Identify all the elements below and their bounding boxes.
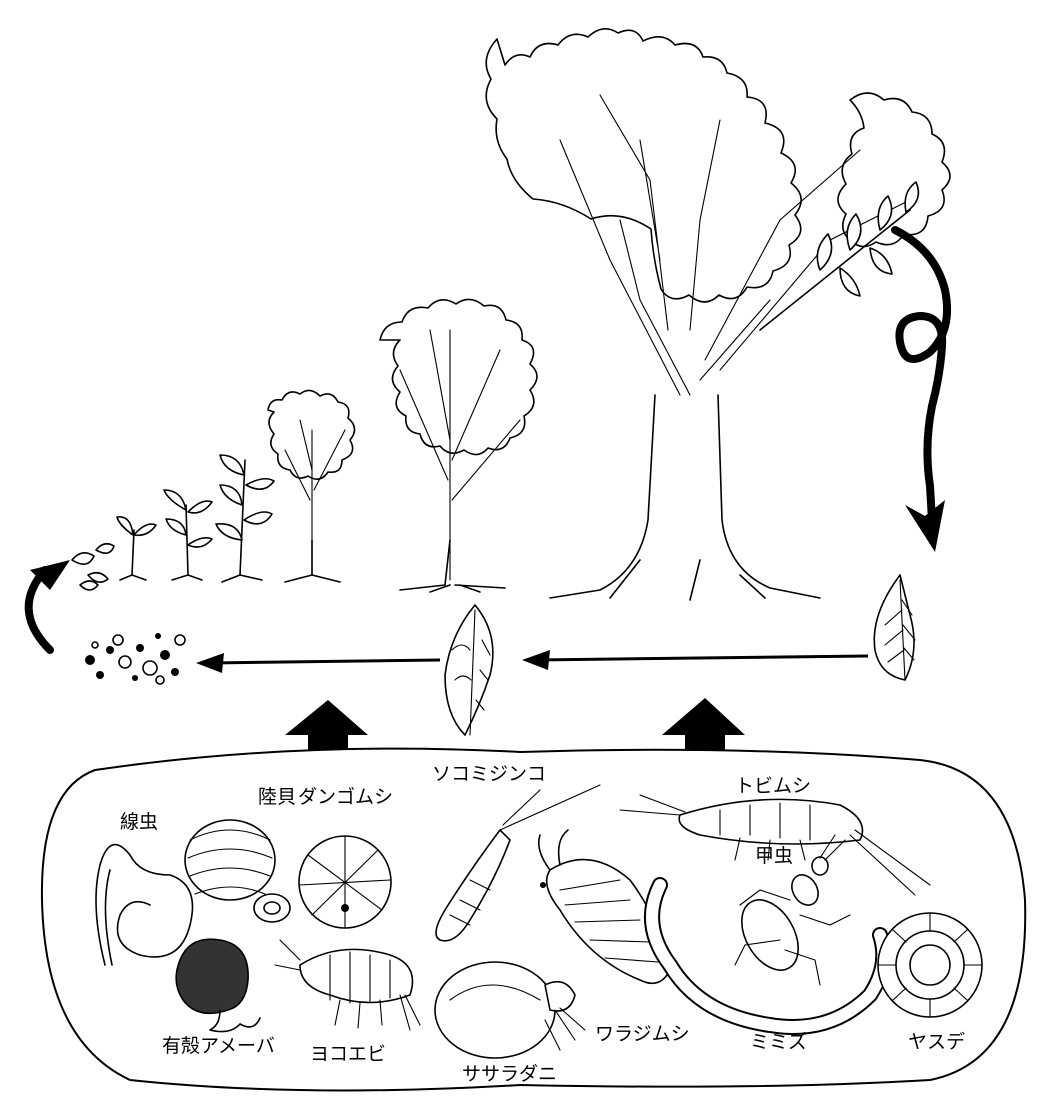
large-tree-trunk [550,395,820,600]
large-tree-canopy [486,29,801,302]
label-pill-bug: ダンゴムシ [298,786,393,808]
pill-bug-drawing [299,836,391,928]
seedling-small [117,517,156,580]
label-amphipod: ヨコエビ [310,1043,386,1065]
label-land-snail: 陸貝 [258,786,296,808]
label-beetle: 甲虫 [755,845,793,867]
seedling-medium [164,490,212,580]
millipede-drawing [878,913,982,1017]
label-woodlouse: ワラジムシ [595,1023,690,1045]
seedling-tall [216,455,274,582]
label-millipede: ヤスデ [908,1031,965,1053]
fallen-leaf [874,575,915,680]
label-springtail: トビムシ [735,775,811,797]
humus-particles [85,633,185,684]
decomposing-leaf [445,605,493,735]
decomposition-arrows [196,650,868,673]
label-testate-amoeba: 有殻アメーバ [162,1035,275,1057]
leaf-fall-arrow [895,230,947,552]
label-oribatid-mite: ササラダニ [462,1063,557,1085]
germinating-seeds [72,544,114,590]
sapling-stages [72,299,537,592]
label-nematode: 線虫 [120,811,158,833]
germination-arrow [29,560,70,650]
large-tree [486,29,950,600]
medium-tree-roots [400,540,505,592]
label-copepod: ソコミジンコ [432,763,546,785]
small-tree-roots [285,540,340,582]
label-earthworm: ミミズ [750,1031,807,1053]
